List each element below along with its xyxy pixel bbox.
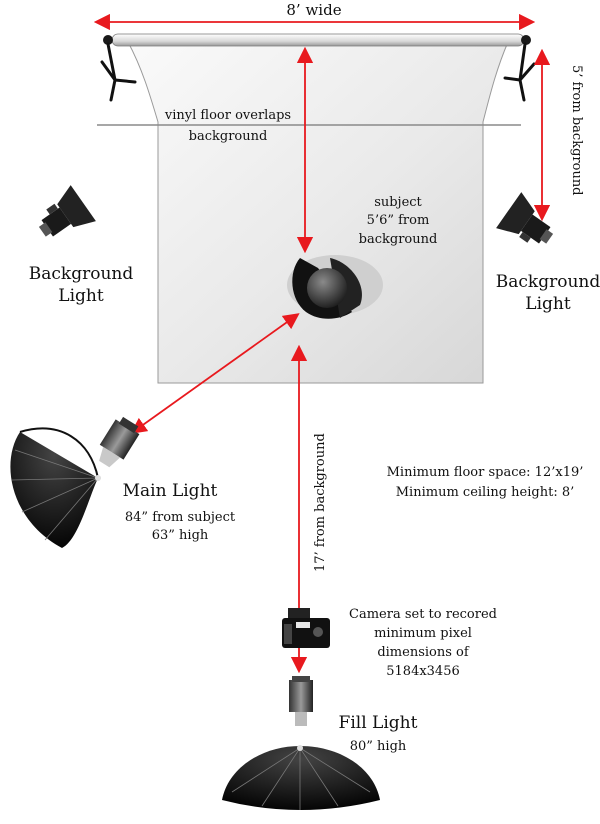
bg-light-left-label-line2: Light [58,286,104,306]
camera-label-line3: dimensions of [377,645,470,660]
main-light [10,416,140,548]
main-light-line2: 63” high [152,528,209,543]
backdrop-roll [103,33,531,47]
camera [282,608,330,648]
bg-distance-label: 5’ from background [569,65,584,196]
fill-light [222,676,380,810]
subject-label-line3: background [359,232,438,247]
camera-label-line1: Camera set to recored [349,607,497,622]
backdrop [97,41,521,384]
main-light-title: Main Light [123,481,218,501]
floor-label-line1: vinyl floor overlaps [164,108,291,123]
subject [287,255,383,319]
bg-light-left-label-line1: Background [29,264,134,284]
main-light-distance-arrow [130,313,300,434]
main-light-head [99,416,140,468]
subject-label-line2: 5’6” from [367,213,430,228]
fill-light-title: Fill Light [339,713,418,733]
fill-light-line1: 80” high [350,739,407,754]
backdrop-stand-left [100,42,137,102]
floor-label-line2: background [189,129,268,144]
background-light-left [38,185,96,237]
ceiling-height-label: Minimum ceiling height: 8’ [396,485,575,500]
camera-label-line4: 5184x3456 [386,664,460,679]
camera-label-line2: minimum pixel [374,626,472,641]
camera-distance-label: 17’ from background [313,433,328,572]
fill-light-head [289,676,313,726]
main-light-umbrella [10,427,101,548]
main-light-line1: 84” from subject [125,510,236,525]
width-label: 8’ wide [286,1,341,19]
backdrop-stand-right [503,42,536,102]
background-light-right [496,192,554,244]
bg-light-right-label-line2: Light [525,294,571,314]
subject-label-line1: subject [374,195,422,210]
bg-light-right-label-line1: Background [496,272,600,292]
floor-space-label: Minimum floor space: 12’x19’ [387,465,584,480]
fill-light-umbrella [222,745,380,810]
